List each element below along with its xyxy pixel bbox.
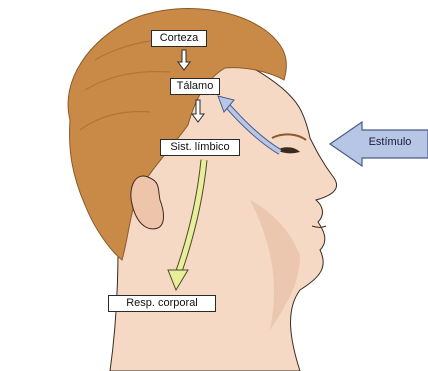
estimulo-label: Estímulo bbox=[350, 136, 428, 152]
talamo-label: Tálamo bbox=[170, 78, 220, 95]
respuesta-corporal-label: Resp. corporal bbox=[108, 295, 216, 312]
sistema-limbico-label: Sist. límbico bbox=[160, 139, 240, 156]
corteza-label: Corteza bbox=[151, 30, 207, 47]
